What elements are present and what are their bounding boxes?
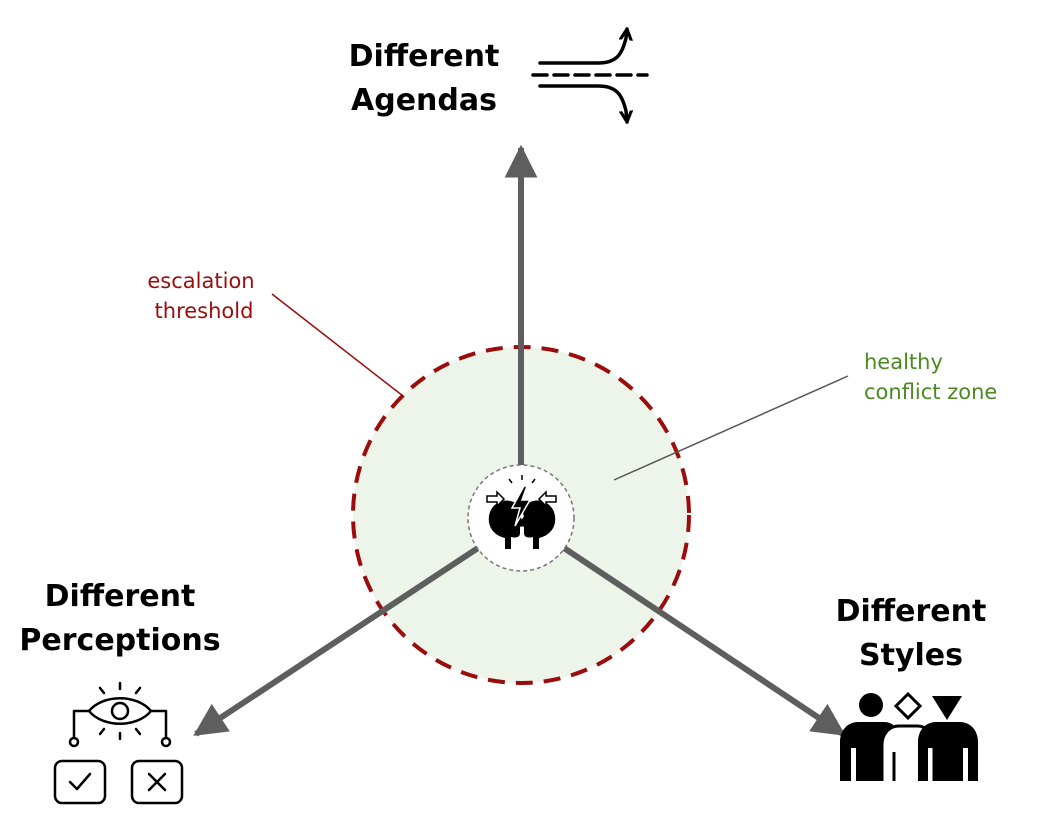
threshold-label-line2: threshold — [155, 299, 254, 323]
agendas-label-line1: Different — [349, 39, 500, 74]
threshold-label-line1: escalation — [147, 269, 254, 293]
axis-styles — [562, 545, 846, 737]
eye-decision-icon — [53, 681, 184, 805]
axis-perceptions — [193, 545, 480, 737]
head-clash-icon — [467, 464, 575, 572]
healthy-label-line2: conflict zone — [864, 380, 997, 404]
diverse-people-icon — [840, 691, 978, 781]
perceptions-label-line1: Different — [45, 579, 196, 614]
perceptions-label-line2: Perceptions — [19, 623, 220, 658]
diverging-arrows-icon — [531, 27, 649, 124]
threshold-pointer-line — [271, 293, 404, 397]
styles-label-line2: Styles — [859, 638, 963, 673]
healthy-pointer-line — [613, 375, 849, 481]
styles-label-line1: Different — [836, 594, 987, 629]
agendas-label-line2: Agendas — [351, 83, 497, 118]
healthy-label-line1: healthy — [864, 350, 943, 374]
